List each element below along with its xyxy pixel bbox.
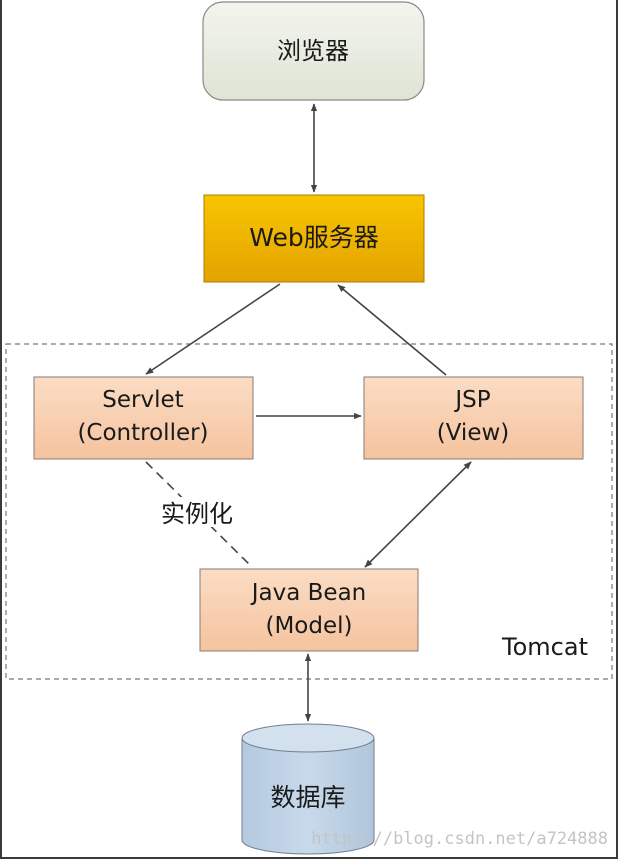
javabean-node [199,568,419,652]
servlet-label-line2: (Controller) [77,420,208,446]
watermark: https://blog.csdn.net/a724888 [311,829,608,849]
jsp-node [363,376,584,460]
edge-webserver-servlet [145,283,281,375]
javabean-label-line1: Java Bean [250,580,367,606]
browser-label: 浏览器 [277,37,349,65]
servlet-node [33,376,254,460]
browser-node [202,1,425,101]
instantiate-label: 实例化 [161,500,233,528]
edge-jsp-webserver [337,284,447,376]
database-node [241,723,375,855]
web-server-label: Web服务器 [249,223,379,252]
servlet-label-line1: Servlet [102,387,183,413]
web-server-node [203,194,425,283]
database-label: 数据库 [270,783,345,812]
jsp-label-line2: (View) [437,420,510,446]
jsp-label-line1: JSP [453,387,490,413]
instantiate-label-background [152,497,242,527]
edge-servlet-javabean-instantiate [145,461,253,568]
edge-javabean-jsp [364,461,472,568]
database-top [241,723,375,753]
javabean-label-line2: (Model) [265,613,352,639]
database-body [241,738,375,855]
tomcat-label: Tomcat [501,633,588,661]
